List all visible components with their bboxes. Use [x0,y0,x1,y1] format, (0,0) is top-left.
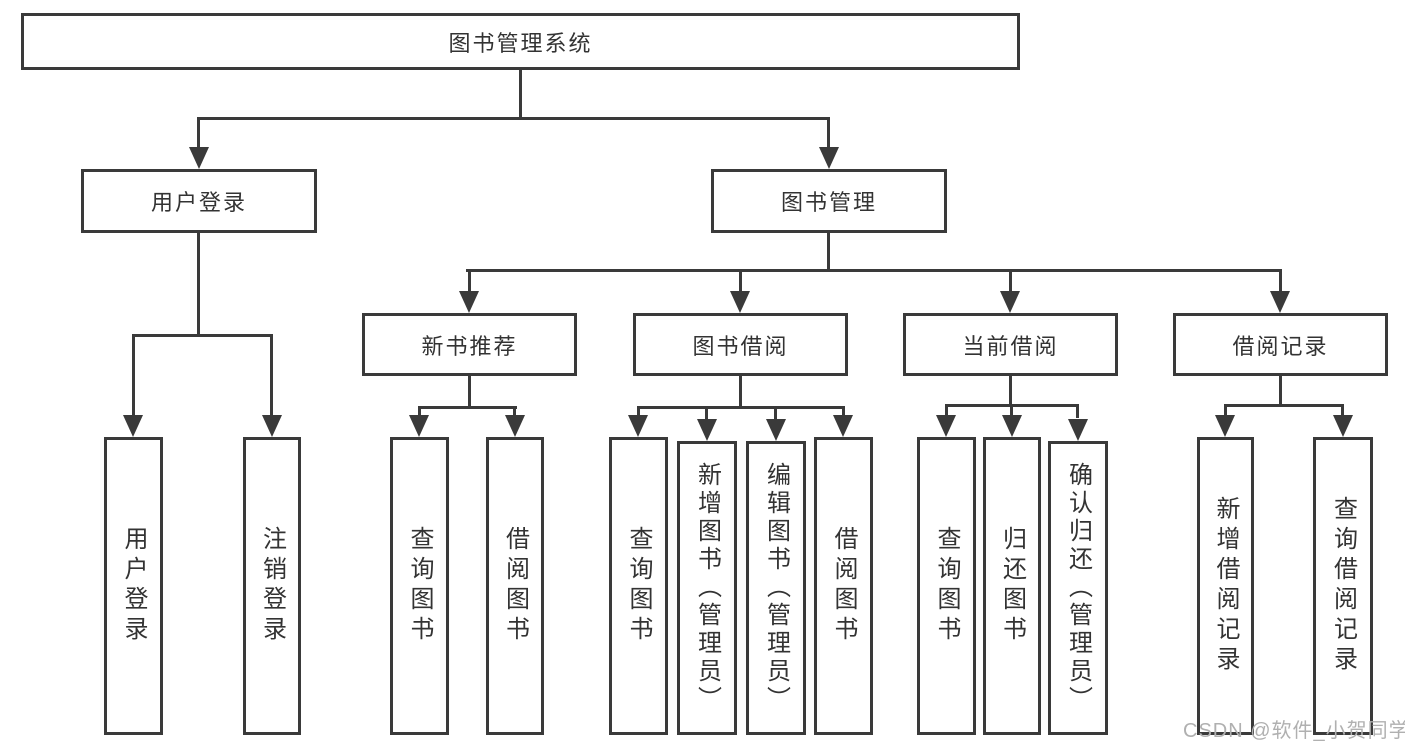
connector-line [197,117,200,150]
arrow-down-icon [1002,415,1022,437]
node-root-library-system: 图书管理系统 [21,13,1020,70]
connector-line [197,117,830,120]
node-label: 用户登录 [120,526,147,646]
leaf-query-books-2: 查询图书 [609,437,668,735]
connector-line [1010,404,1013,418]
connector-line [827,117,830,150]
node-new-book-recommend: 新书推荐 [362,313,577,376]
arrow-down-icon [697,419,717,441]
node-label: 新增借阅记录 [1212,496,1239,676]
connector-line [132,334,135,418]
node-book-borrowing: 图书借阅 [633,313,848,376]
arrow-down-icon [766,419,786,441]
connector-line [739,269,742,293]
node-label: 注销登录 [258,526,286,646]
connector-line [418,406,421,420]
connector-line [842,406,845,420]
node-label: 编辑图书（管理员） [762,462,790,714]
node-label: 查询借阅记录 [1329,496,1357,676]
leaf-logout: 注销登录 [243,437,301,735]
leaf-return-books: 归还图书 [983,437,1041,735]
arrow-down-icon [505,415,525,437]
node-label: 借阅记录 [1232,333,1329,359]
connector-line [466,269,1282,272]
csdn-watermark: CSDN @软件_小贺同学 [1183,720,1405,742]
node-label: 查询图书 [625,526,652,646]
leaf-add-borrow-record: 新增借阅记录 [1197,437,1254,735]
connector-line [705,406,708,420]
arrow-down-icon [1068,419,1088,441]
leaf-query-borrow-record: 查询借阅记录 [1313,437,1373,735]
connector-line [132,334,273,337]
connector-line [1279,269,1282,293]
node-borrowing-records: 借阅记录 [1173,313,1388,376]
arrow-down-icon [189,147,209,169]
leaf-confirm-return-admin: 确认归还（管理员） [1048,441,1108,735]
arrow-down-icon [1333,415,1353,437]
arrow-down-icon [1270,291,1290,313]
leaf-query-books-3: 查询图书 [917,437,976,735]
node-label: 当前借阅 [962,333,1059,359]
connector-line [418,406,517,409]
arrow-down-icon [409,415,429,437]
node-label: 新增图书（管理员） [693,462,721,714]
connector-line [468,376,471,408]
leaf-borrow-books-1: 借阅图书 [486,437,544,735]
connector-line [739,376,742,408]
leaf-query-books-1: 查询图书 [390,437,449,735]
connector-line [1224,404,1344,407]
arrow-down-icon [628,415,648,437]
connector-line [1224,404,1227,418]
leaf-edit-books-admin: 编辑图书（管理员） [746,441,806,735]
arrow-down-icon [819,147,839,169]
connector-line [1279,376,1282,407]
connector-line [519,68,522,118]
node-label: 借阅图书 [501,526,529,646]
connector-line [1009,376,1012,407]
arrow-down-icon [123,415,143,437]
connector-line [637,406,640,420]
connector-line [468,269,471,293]
node-user-login: 用户登录 [81,169,317,233]
connector-line [637,406,845,409]
node-label: 确认归还（管理员） [1064,462,1092,714]
connector-line [774,406,777,420]
connector-line [1009,269,1012,293]
arrow-down-icon [1000,291,1020,313]
connector-line [1076,404,1079,418]
leaf-user-login: 用户登录 [104,437,163,735]
node-label: 查询图书 [406,526,433,646]
node-label: 图书管理系统 [448,30,593,56]
node-label: 归还图书 [998,526,1026,646]
node-label: 查询图书 [933,526,960,646]
arrow-down-icon [262,415,282,437]
node-label: 借阅图书 [830,526,857,646]
arrow-down-icon [730,291,750,313]
node-current-borrowing: 当前借阅 [903,313,1118,376]
arrow-down-icon [833,415,853,437]
leaf-borrow-books-2: 借阅图书 [814,437,873,735]
node-label: 图书管理 [780,190,877,215]
connector-line [270,334,273,418]
arrow-down-icon [936,415,956,437]
arrow-down-icon [459,291,479,313]
connector-line [1341,404,1344,418]
connector-line [197,233,200,336]
connector-line [945,404,948,418]
connector-line [513,406,516,420]
node-label: 新书推荐 [421,333,518,359]
node-book-management: 图书管理 [711,169,947,233]
arrow-down-icon [1215,415,1235,437]
node-label: 图书借阅 [692,333,789,359]
leaf-add-books-admin: 新增图书（管理员） [677,441,737,735]
connector-line [827,233,830,272]
node-label: 用户登录 [150,190,247,215]
